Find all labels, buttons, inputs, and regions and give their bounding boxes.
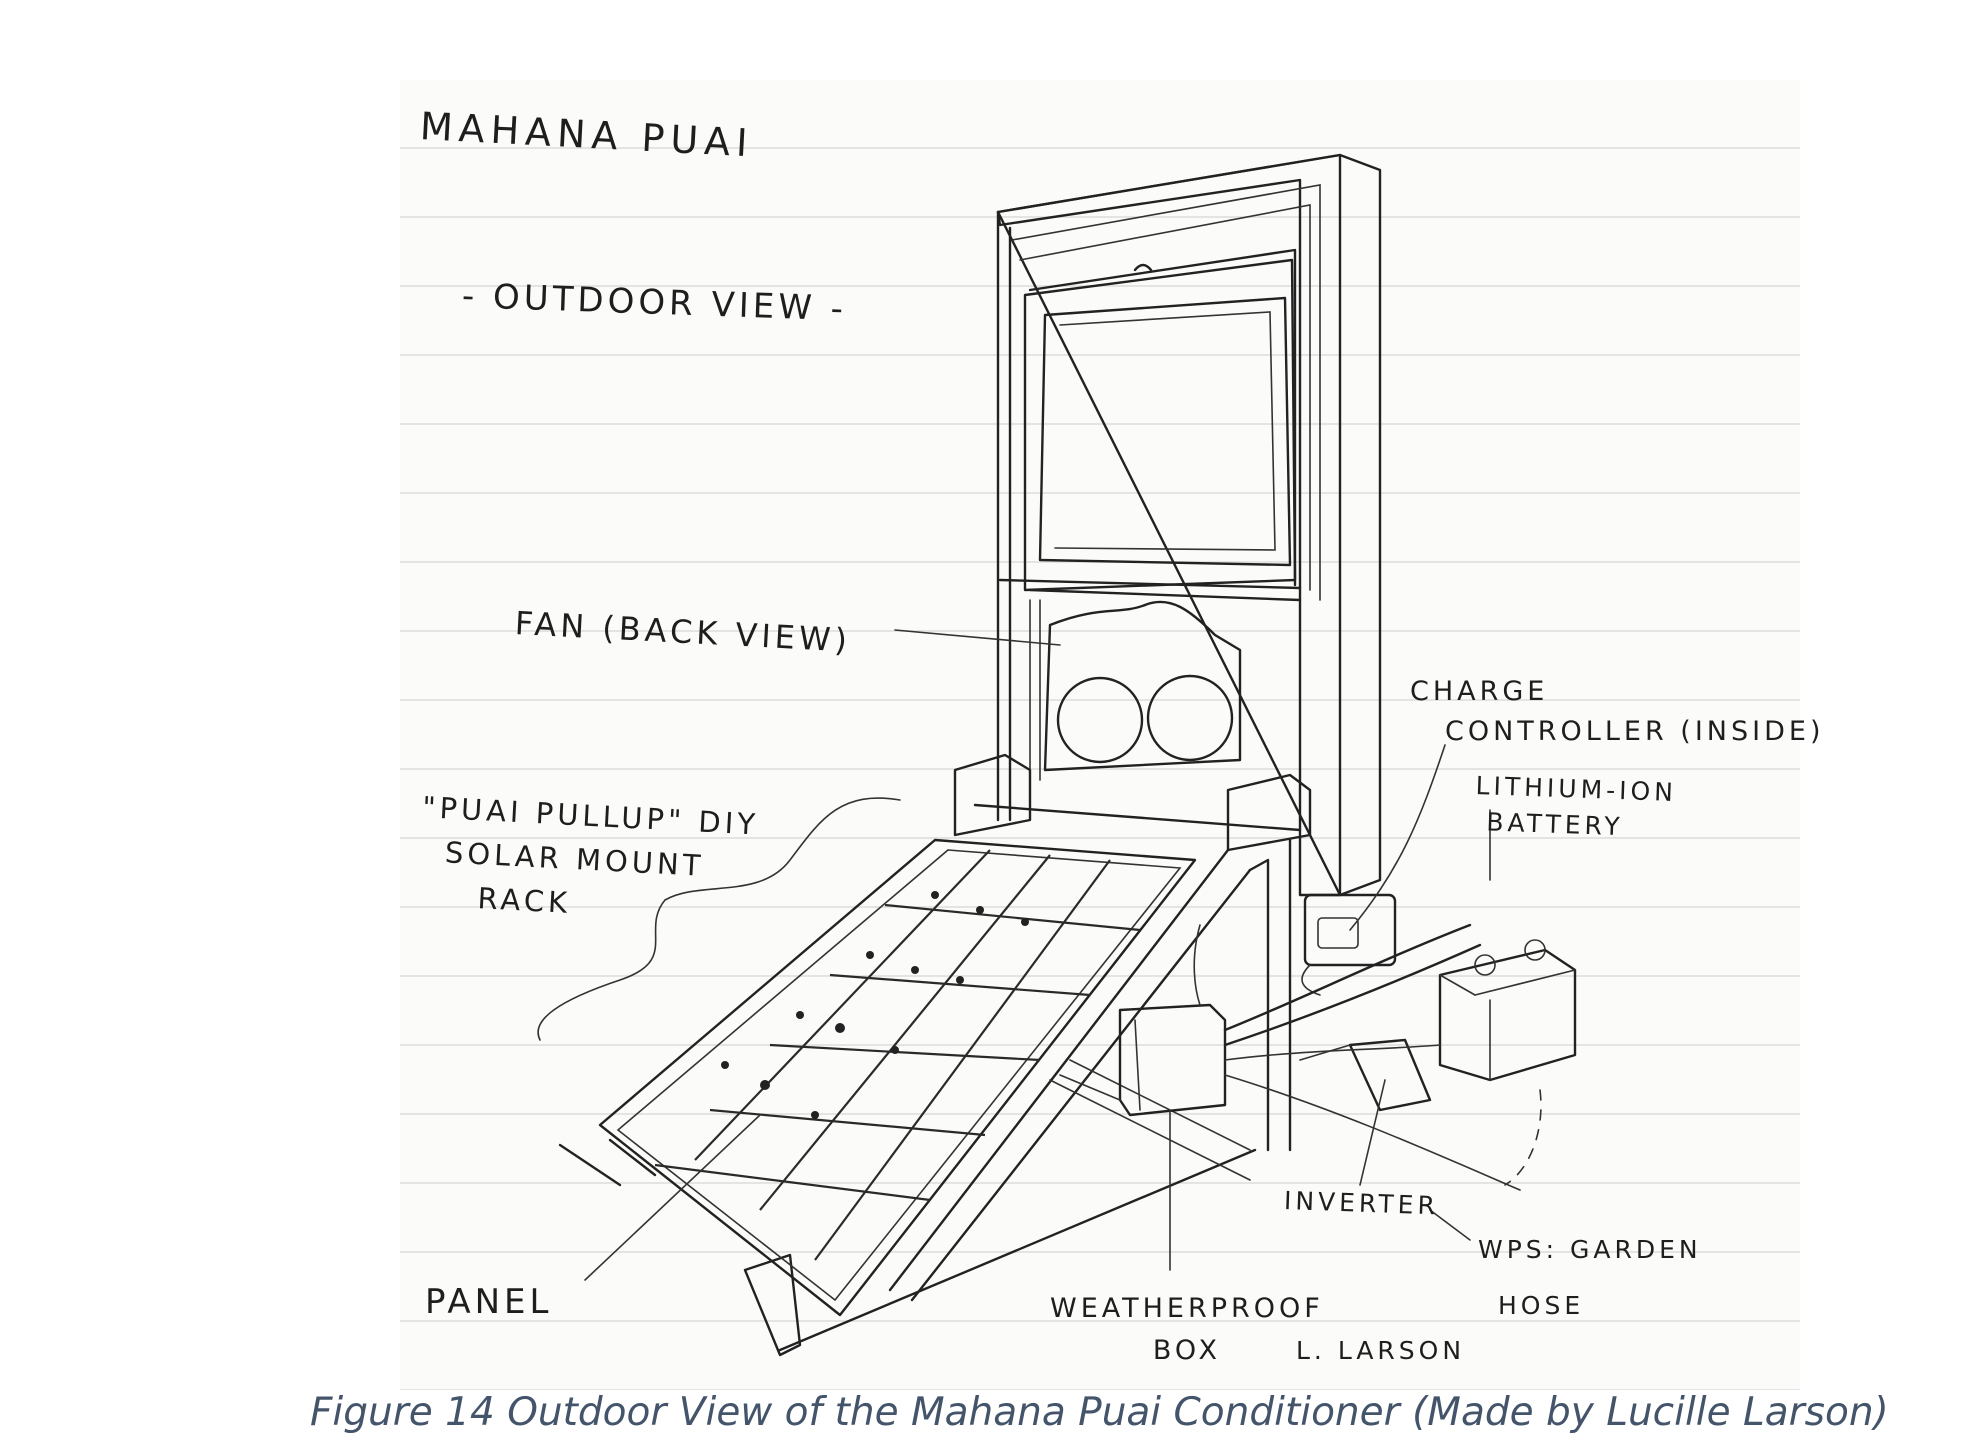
fan-housing xyxy=(1029,599,1242,781)
charge-controller-label: CHARGE CONTROLLER (INSIDE) xyxy=(1410,672,1824,752)
charge-controller xyxy=(1301,893,1397,996)
artist-signature: L. LARSON xyxy=(1296,1336,1466,1365)
figure-caption: Figure 14 Outdoor View of the Mahana Pua… xyxy=(310,1390,1889,1435)
battery-label: LITHIUM-ION BATTERY xyxy=(1474,768,1678,847)
window-frame xyxy=(996,153,1382,897)
panel-label: PANEL xyxy=(425,1282,553,1322)
leader-lines xyxy=(537,629,1491,1281)
weatherproof-box xyxy=(1059,1003,1227,1117)
notebook-page xyxy=(400,80,1800,1390)
inverter xyxy=(1299,1038,1432,1112)
inverter-label: INVERTER xyxy=(1283,1186,1440,1221)
wps-label: WPS: GARDEN HOSE xyxy=(1478,1222,1702,1334)
box-label-line1: WEATHERPROOF xyxy=(1050,1293,1324,1324)
charge-label-line2: CONTROLLER (INSIDE) xyxy=(1445,716,1825,747)
wps-label-line1: WPS: GARDEN xyxy=(1478,1235,1702,1264)
charge-label-line1: CHARGE xyxy=(1410,676,1549,707)
solar-rack xyxy=(558,753,1312,1357)
rack-label: "PUAI PULLUP" DIY SOLAR MOUNT RACK xyxy=(417,785,761,934)
cables xyxy=(1193,923,1542,1191)
box-label-line2: BOX xyxy=(1152,1335,1221,1366)
weatherproof-box-label: WEATHERPROOF BOX xyxy=(1050,1288,1324,1372)
solar-panel xyxy=(598,838,1197,1317)
battery xyxy=(1438,939,1577,1082)
wps-label-line2: HOSE xyxy=(1498,1291,1585,1320)
battery-label-line2: BATTERY xyxy=(1485,807,1625,842)
